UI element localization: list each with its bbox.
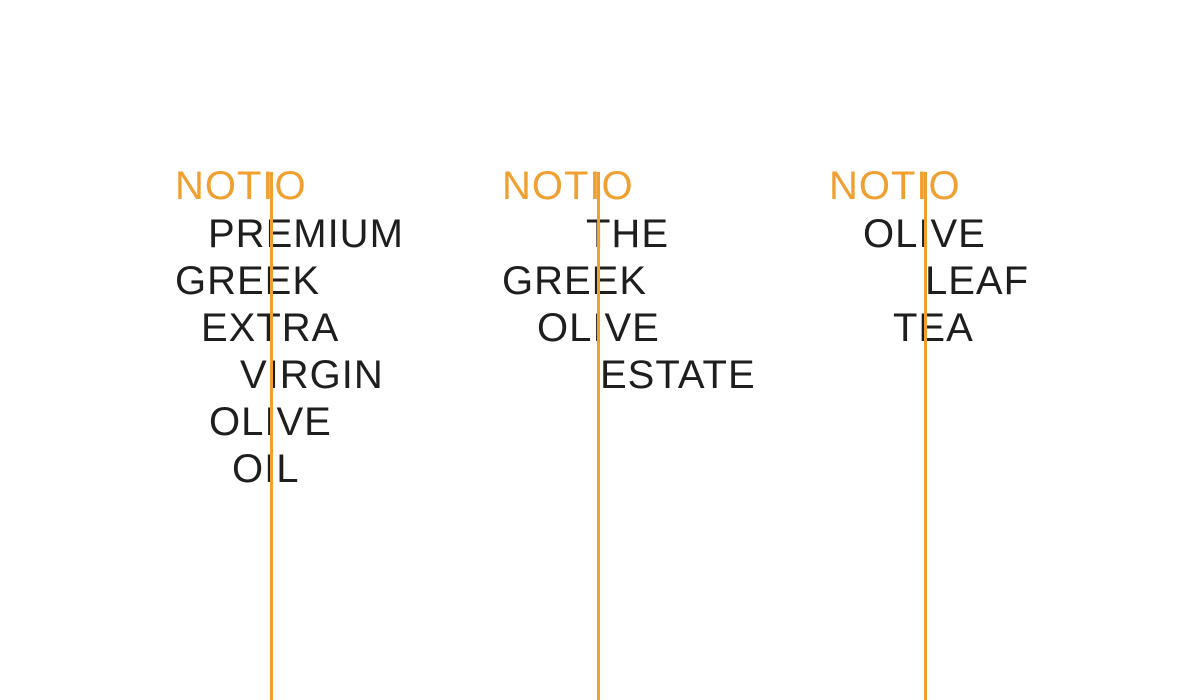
tagline-word: EXTRA [201, 306, 339, 350]
tagline-word: ESTATE [600, 353, 756, 397]
tagline-word: TEA [893, 306, 974, 350]
tagline-word: LEAF [925, 259, 1030, 303]
tagline-word: VIRGIN [240, 353, 384, 397]
vertical-stem [597, 172, 600, 700]
tagline-word: OIL [232, 447, 300, 491]
tagline-word: GREEK [502, 259, 648, 303]
brand-name: NOTIO [829, 164, 961, 208]
brand-name: NOTIO [502, 164, 634, 208]
tagline-word: PREMIUM [208, 212, 404, 256]
brand-name: NOTIO [175, 164, 307, 208]
tagline-word: OLIVE [209, 400, 332, 444]
vertical-stem [924, 172, 927, 700]
vertical-stem [270, 172, 273, 700]
tagline-word: OLIVE [863, 212, 986, 256]
tagline-word: GREEK [175, 259, 321, 303]
